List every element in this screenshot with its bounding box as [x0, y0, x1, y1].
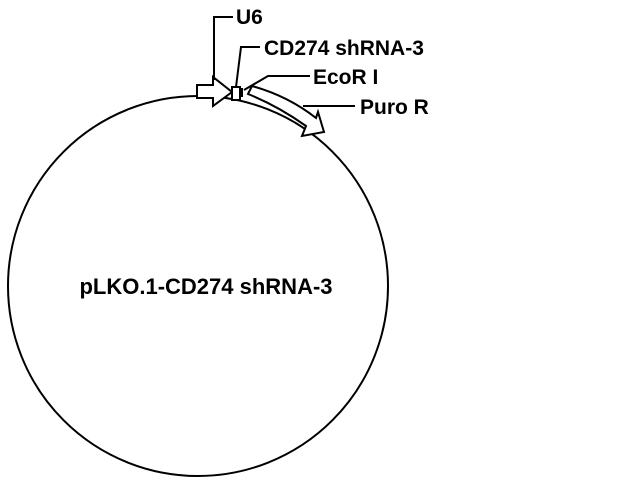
- shrna-feature: [231, 86, 241, 101]
- shrna-label: CD274 shRNA-3: [264, 37, 424, 60]
- u6-feature: [196, 74, 234, 108]
- u6-leader-line: [213, 16, 233, 80]
- shrna-leader-line: [235, 46, 260, 88]
- ecori-leader-line: [243, 75, 310, 91]
- ecori-label: EcoR I: [313, 66, 378, 89]
- puro-r-feature: [246, 84, 326, 138]
- plasmid-name: pLKO.1-CD274 shRNA-3: [79, 274, 332, 299]
- u6-label: U6: [236, 6, 263, 29]
- puro-label: Puro R: [360, 96, 429, 119]
